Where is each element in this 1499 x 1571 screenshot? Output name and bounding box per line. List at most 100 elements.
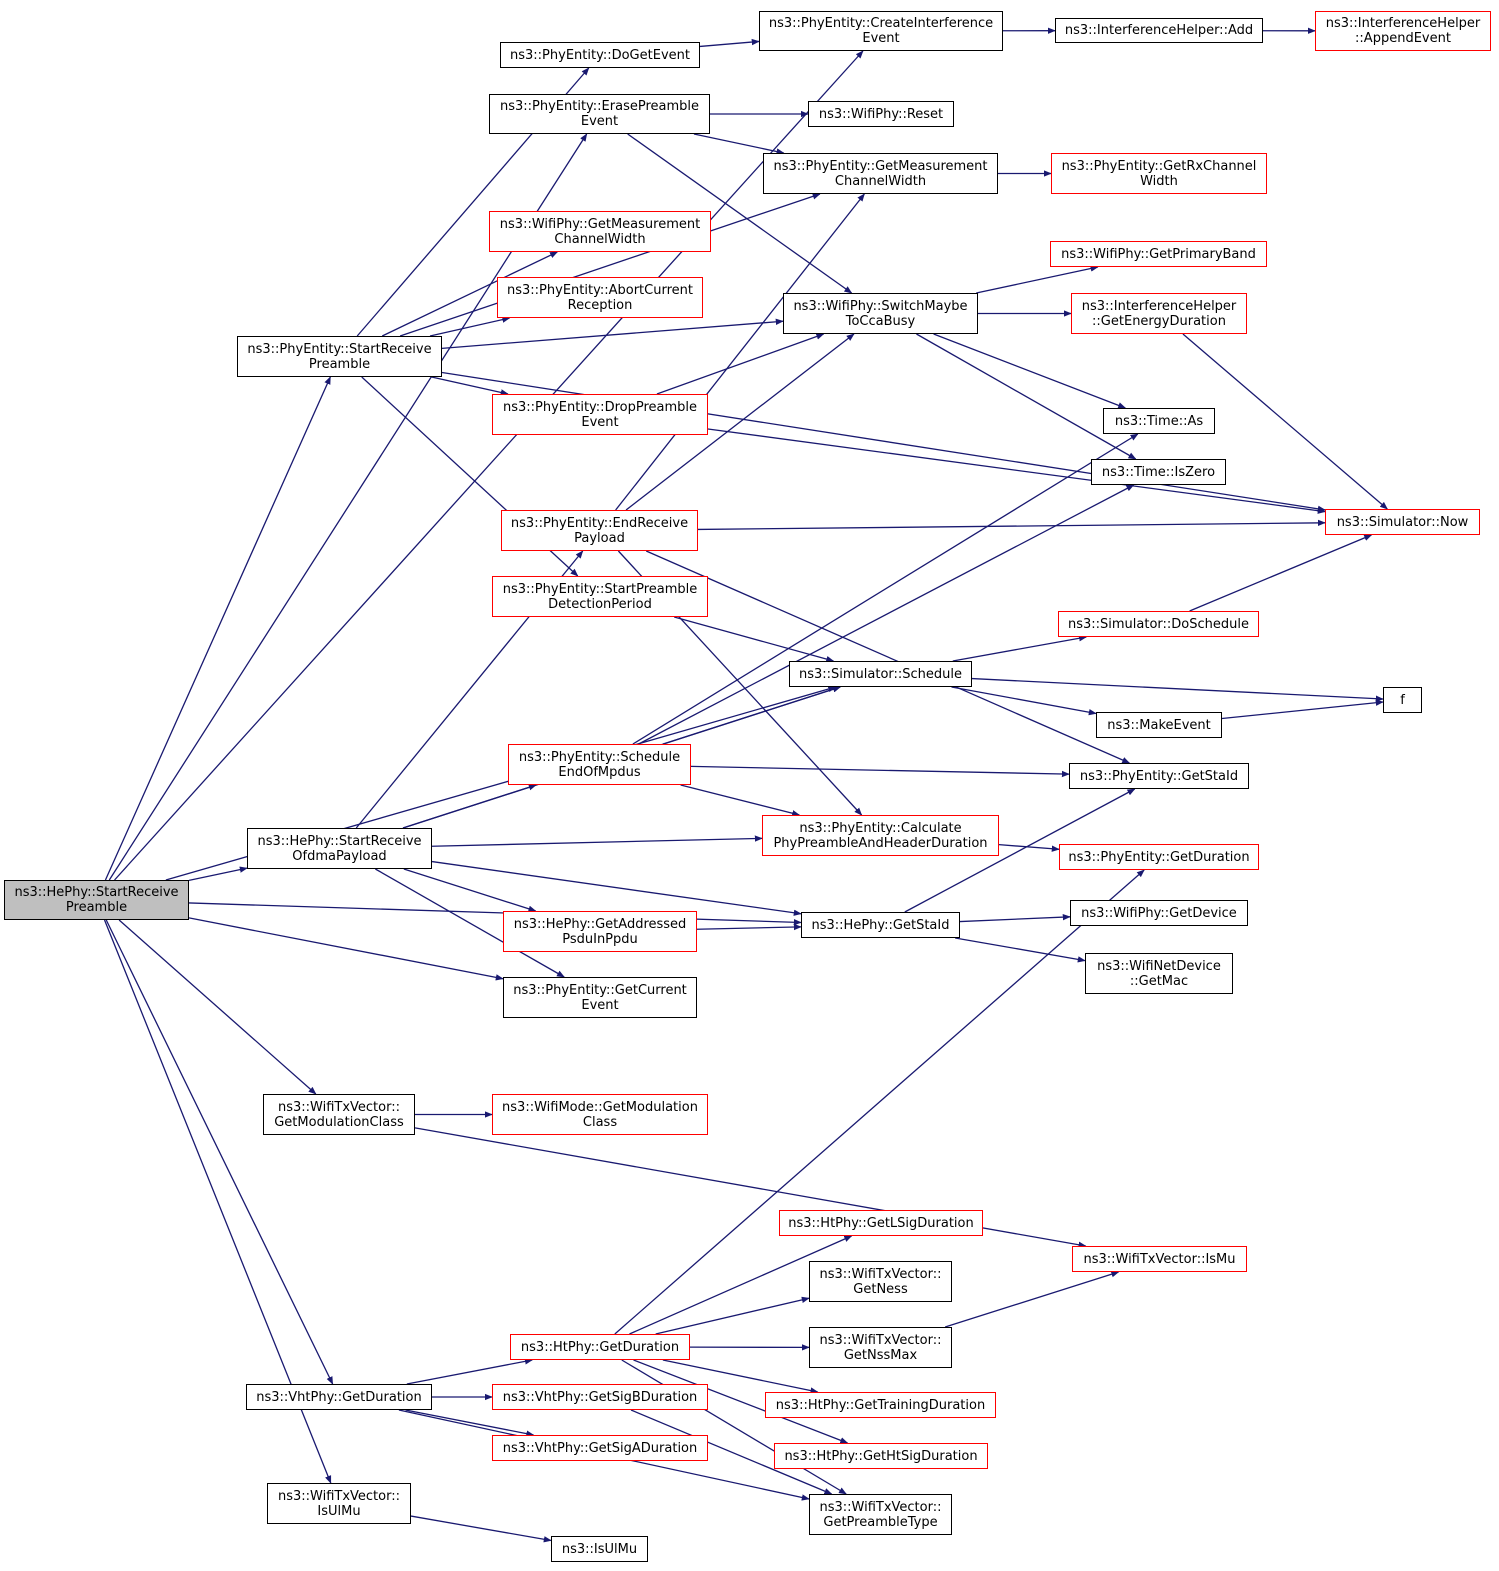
node-label-line: ns3::WifiTxVector:: [819, 1266, 942, 1282]
node-pe-get-sta-id[interactable]: ns3::PhyEntity::GetStaId [1069, 763, 1249, 789]
node-label-line: ns3::PhyEntity::AbortCurrent [507, 282, 693, 298]
node-is-ul-mu[interactable]: ns3::IsUlMu [551, 1536, 648, 1562]
edge-sim_schedule-to-make_event [951, 686, 1097, 716]
node-sim-now[interactable]: ns3::Simulator::Now [1325, 509, 1480, 535]
node-pe-do-get-event[interactable]: ns3::PhyEntity::DoGetEvent [500, 42, 700, 68]
node-label-line: f [1400, 692, 1405, 708]
node-label-line: ns3::WifiTxVector::IsMu [1083, 1251, 1236, 1267]
edge-layer [103, 27, 1388, 1543]
node-vht-get-duration[interactable]: ns3::VhtPhy::GetDuration [246, 1384, 432, 1410]
node-ht-get-lsig-duration[interactable]: ns3::HtPhy::GetLSigDuration [779, 1210, 983, 1236]
node-label-line: ns3::HtPhy::GetLSigDuration [788, 1215, 974, 1231]
node-label-line: ns3::WifiPhy::GetPrimaryBand [1061, 246, 1256, 262]
node-label-line: ns3::InterferenceHelper [1325, 16, 1481, 31]
node-ht-get-htsig-duration[interactable]: ns3::HtPhy::GetHtSigDuration [774, 1443, 988, 1469]
edge-he_start_receive_ofdma-to-he_get_sta_id [431, 860, 802, 916]
node-label-line: ns3::Simulator::Now [1336, 514, 1469, 530]
node-label-line: ns3::PhyEntity::StartReceive [247, 341, 432, 357]
node-label-line: GetNess [853, 1281, 908, 1297]
node-ih-get-energy-duration[interactable]: ns3::InterferenceHelper::GetEnergyDurati… [1071, 293, 1247, 334]
node-label-line: GetPreambleType [823, 1514, 938, 1530]
edge-txv_get_mod_class-to-txv_is_mu [414, 1127, 1087, 1248]
node-label-line: Event [581, 997, 619, 1013]
node-txv-is-mu[interactable]: ns3::WifiTxVector::IsMu [1072, 1246, 1247, 1272]
edge-he_start_receive_ofdma-to-he_get_addressed_psdu [403, 868, 537, 912]
node-he-get-sta-id[interactable]: ns3::HePhy::GetStaId [801, 912, 960, 938]
node-label-line: Event [862, 31, 900, 46]
node-txv-get-ness[interactable]: ns3::WifiTxVector::GetNess [809, 1261, 952, 1302]
edge-ih_get_energy_duration-to-sim_now [1182, 333, 1388, 510]
node-txv-get-nss-max[interactable]: ns3::WifiTxVector::GetNssMax [809, 1327, 952, 1368]
node-pe-get-duration[interactable]: ns3::PhyEntity::GetDuration [1059, 844, 1259, 870]
node-label-line: GetModulationClass [274, 1114, 404, 1130]
edge-wifiphy_switch_maybe_cca-to-wifiphy_get_primary_band [976, 265, 1099, 294]
node-txv-is-ul-mu[interactable]: ns3::WifiTxVector::IsUlMu [267, 1483, 411, 1524]
node-ht-get-duration[interactable]: ns3::HtPhy::GetDuration [510, 1334, 690, 1360]
node-label-line: IsUlMu [317, 1503, 361, 1519]
edge-he_get_sta_id-to-wnd_get_mac [955, 937, 1086, 963]
node-wifiphy-get-device[interactable]: ns3::WifiPhy::GetDevice [1070, 900, 1248, 926]
node-label-line: ns3::PhyEntity::DoGetEvent [510, 47, 690, 63]
node-wnd-get-mac[interactable]: ns3::WifiNetDevice::GetMac [1085, 953, 1233, 994]
node-label-line: ns3::PhyEntity::GetMeasurement [773, 158, 988, 174]
node-label-line: Preamble [65, 900, 128, 915]
edge-he_get_addressed_psdu-to-he_get_sta_id [696, 923, 802, 931]
node-label-line: ns3::MakeEvent [1107, 717, 1211, 733]
edge-sim_schedule-to-sim_do_schedule [952, 635, 1088, 662]
edge-txv_get_nss_max-to-txv_is_mu [944, 1271, 1120, 1328]
node-time-as[interactable]: ns3::Time::As [1103, 408, 1215, 434]
node-label-line: EndOfMpdus [558, 764, 641, 780]
edge-he_start_receive_preamble-to-txv_get_mod_class [118, 919, 317, 1095]
node-label-line: ns3::WifiPhy::GetMeasurement [499, 216, 701, 232]
node-txv-get-mod-class[interactable]: ns3::WifiTxVector::GetModulationClass [263, 1094, 415, 1135]
node-txv-get-preamble-type[interactable]: ns3::WifiTxVector::GetPreambleType [809, 1494, 952, 1535]
edge-make_event-to-f [1221, 699, 1384, 720]
edge-he_start_receive_preamble-to-vht_get_duration [105, 919, 334, 1385]
node-label-line: ns3::HtPhy::GetHtSigDuration [784, 1448, 978, 1464]
node-label-line: ns3::WifiMode::GetModulation [502, 1099, 698, 1115]
node-make-event[interactable]: ns3::MakeEvent [1096, 712, 1222, 738]
edge-wifiphy_switch_maybe_cca-to-time_as [933, 333, 1127, 409]
edge-pe_start_preamble_detection-to-sim_schedule [674, 616, 835, 663]
node-label-line: ::GetEnergyDuration [1092, 313, 1226, 329]
node-vht-get-sigb-duration[interactable]: ns3::VhtPhy::GetSigBDuration [492, 1384, 708, 1410]
node-ht-get-training-duration[interactable]: ns3::HtPhy::GetTrainingDuration [765, 1392, 996, 1418]
node-label-line: ChannelWidth [834, 173, 927, 189]
node-f[interactable]: f [1383, 687, 1422, 713]
edge-pe_start_receive_preamble-to-pe_get_measurement_cw [399, 193, 821, 337]
node-ih-append-event[interactable]: ns3::InterferenceHelper::AppendEvent [1315, 11, 1491, 51]
edge-ht_get_duration-to-ht_get_training_duration [662, 1359, 819, 1394]
edge-ht_get_duration-to-txv_get_ness [655, 1296, 810, 1335]
node-label-line: ns3::Simulator::DoSchedule [1067, 616, 1250, 632]
node-label-line: ns3::WifiTxVector:: [819, 1499, 942, 1515]
node-label-line: ns3::WifiTxVector:: [277, 1488, 400, 1504]
node-vht-get-siga-duration[interactable]: ns3::VhtPhy::GetSigADuration [492, 1435, 708, 1461]
node-label-line: ns3::PhyEntity::Calculate [799, 820, 962, 836]
node-label-line: OfdmaPayload [292, 848, 387, 864]
edge-he_start_receive_preamble-to-pe_start_receive_preamble [104, 376, 331, 881]
node-wifiphy-reset[interactable]: ns3::WifiPhy::Reset [808, 101, 954, 127]
node-time-is-zero[interactable]: ns3::Time::IsZero [1091, 459, 1226, 485]
node-ih-add[interactable]: ns3::InterferenceHelper::Add [1055, 18, 1263, 43]
node-sim-do-schedule[interactable]: ns3::Simulator::DoSchedule [1058, 611, 1259, 637]
node-sim-schedule[interactable]: ns3::Simulator::Schedule [789, 661, 972, 687]
node-wifiphy-get-primary-band[interactable]: ns3::WifiPhy::GetPrimaryBand [1050, 241, 1267, 267]
